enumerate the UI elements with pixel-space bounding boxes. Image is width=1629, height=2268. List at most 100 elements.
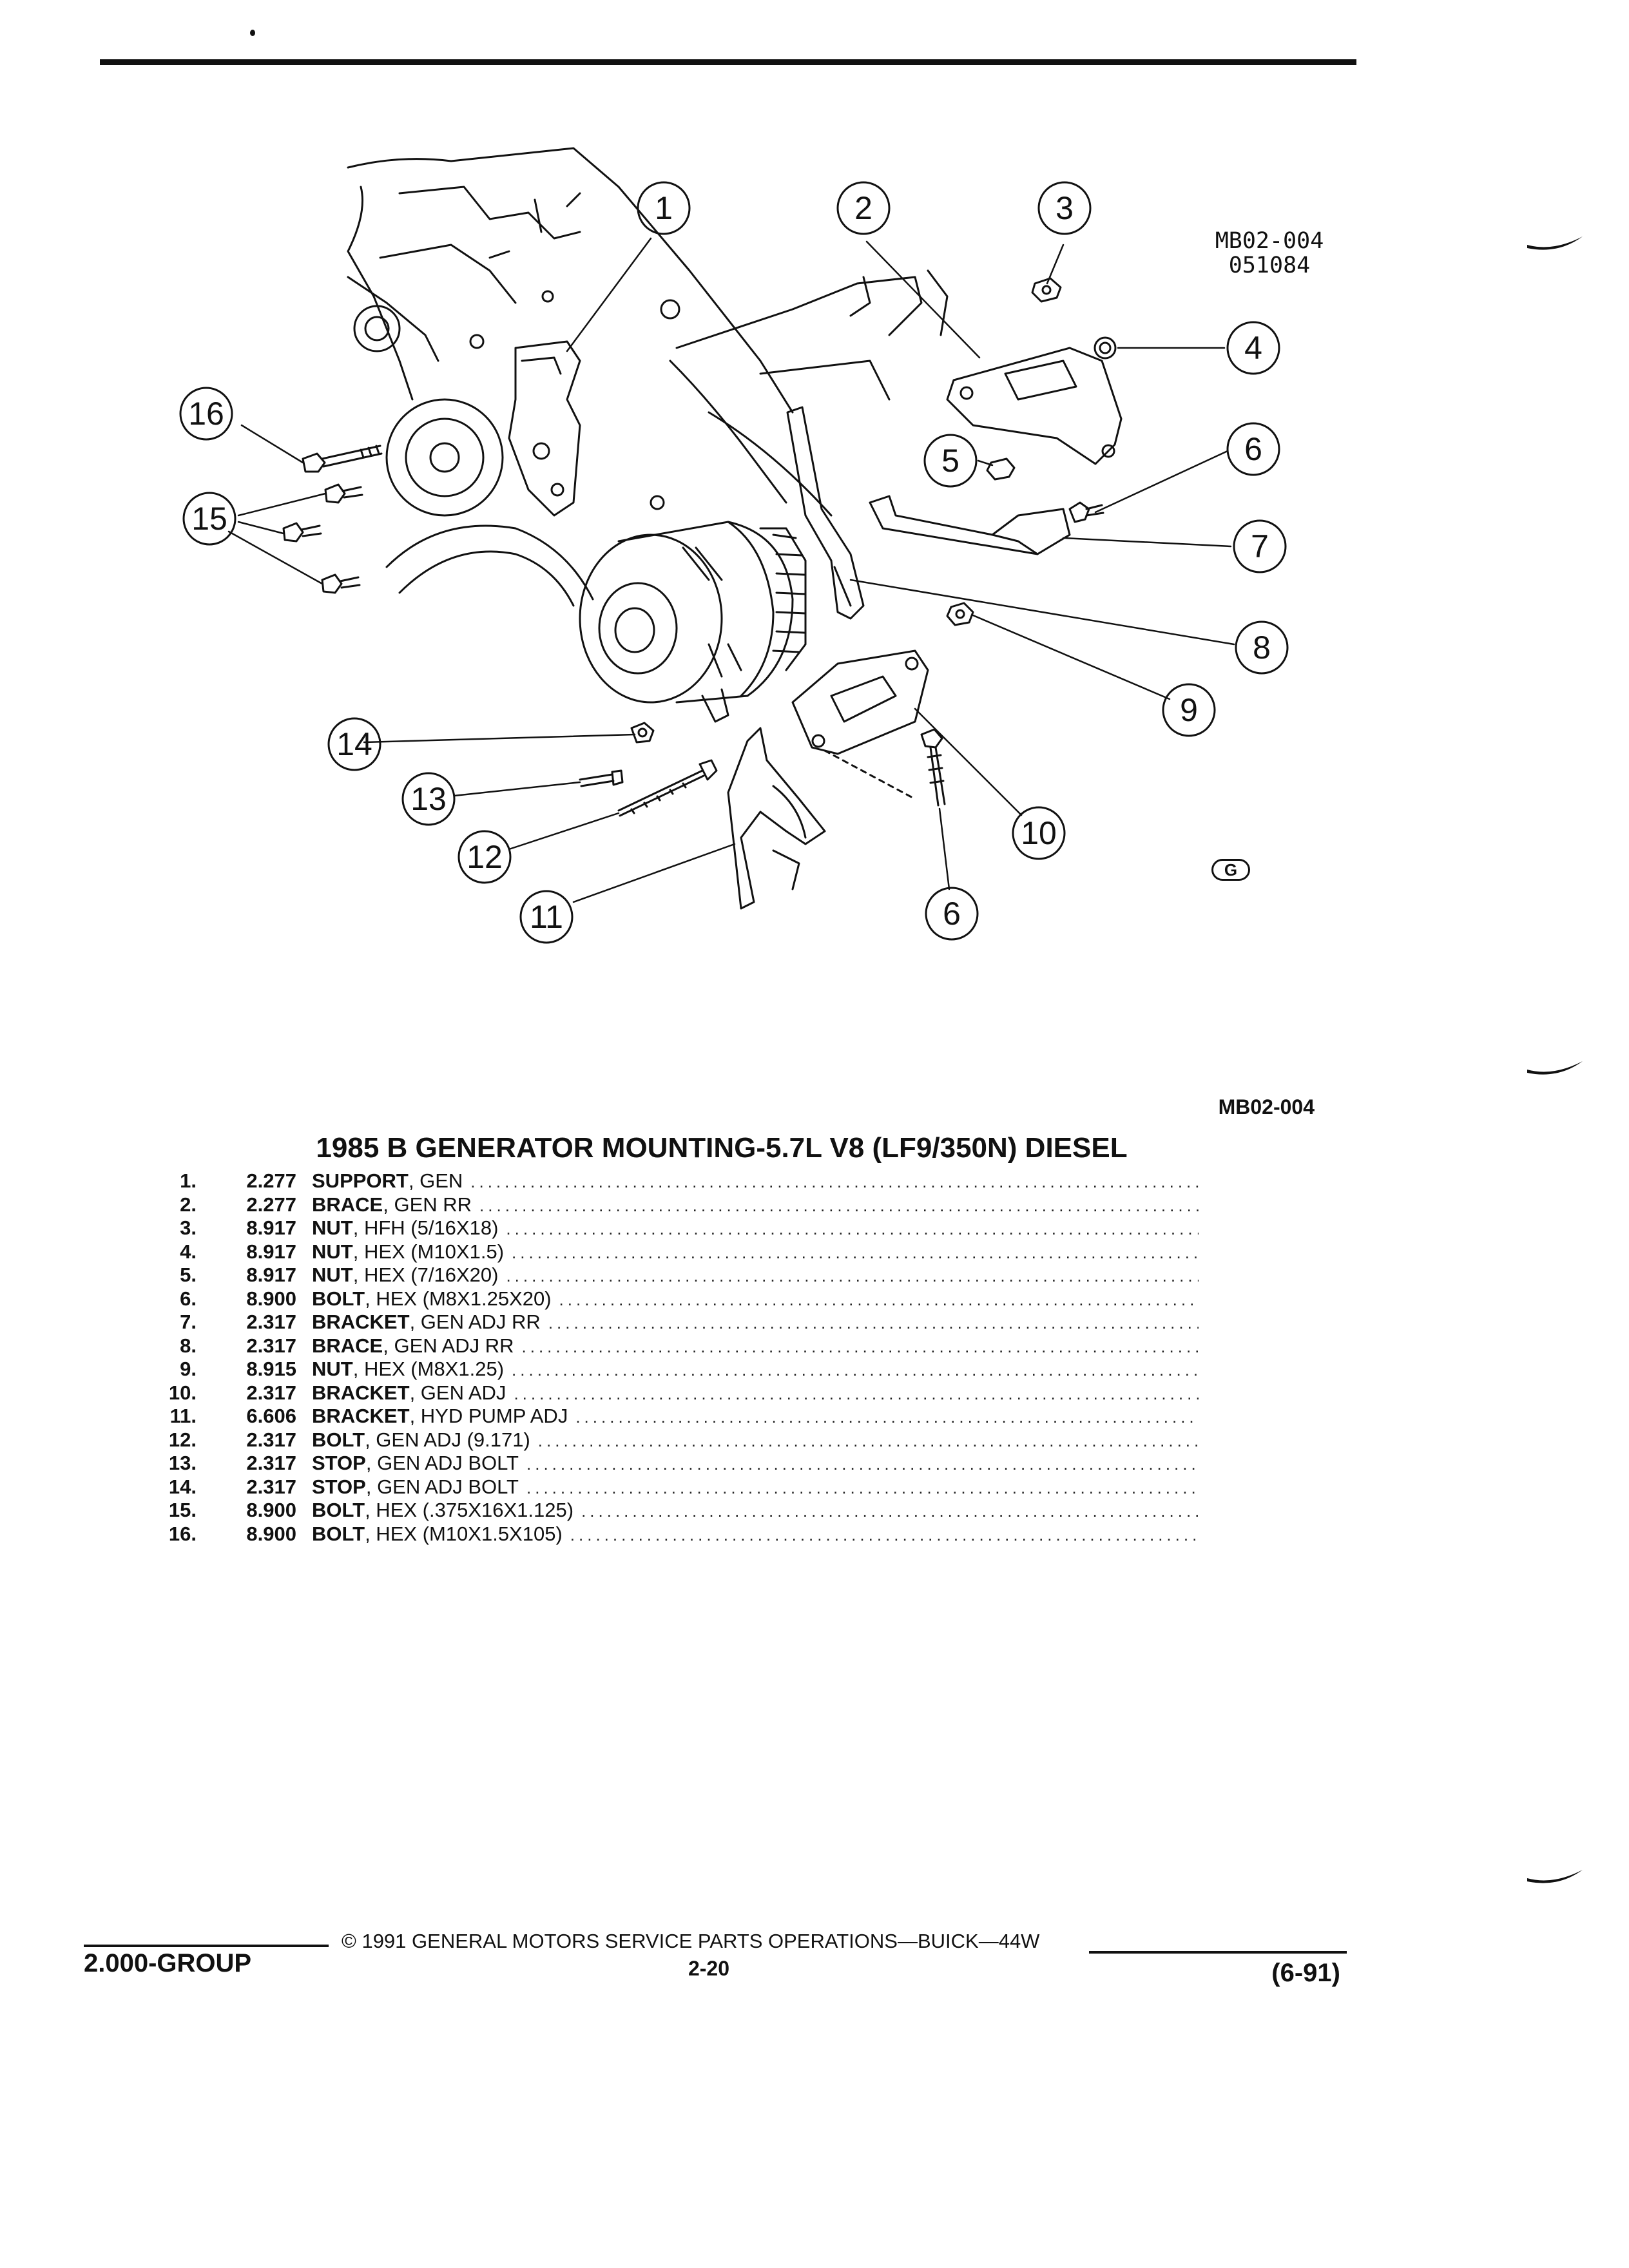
callout-6-lower: 6 <box>943 896 961 932</box>
part-name: SUPPORT <box>312 1169 409 1192</box>
part-name: BRACKET <box>312 1405 410 1427</box>
callout-2: 2 <box>854 190 872 226</box>
part-description: NUT, HEX (M8X1.25) <box>312 1358 504 1381</box>
item-number: 2. <box>180 1193 197 1216</box>
part-description: BOLT, HEX (.375X16X1.125) <box>312 1499 574 1522</box>
exploded-view-illustration: 1 2 3 4 5 6 7 8 9 10 11 12 13 14 15 16 6 <box>179 147 1289 944</box>
part-row: 7. 2.317 BRACKET, GEN ADJ RR..............… <box>129 1311 1199 1334</box>
callout-leader-lines <box>227 237 1235 903</box>
callout-12: 12 <box>467 839 503 875</box>
footer-rule-left <box>84 1945 329 1947</box>
brace-gen-adj-rr-drawing <box>786 406 865 620</box>
item-number: 6. <box>180 1287 197 1310</box>
part-description: SUPPORT, GEN <box>312 1169 463 1193</box>
part-spec: , HFH (5/16X18) <box>352 1216 499 1239</box>
item-number: 5. <box>180 1264 197 1286</box>
binder-mark-middle <box>1527 1061 1583 1075</box>
part-description: NUT, HFH (5/16X18) <box>312 1216 498 1240</box>
binder-mark-bottom <box>1527 1870 1583 1883</box>
figure-code: MB02-004 051084 <box>1173 229 1366 278</box>
part-description: BRACKET, GEN ADJ RR <box>312 1311 541 1334</box>
support-part-drawing <box>508 340 581 517</box>
part-spec: , GEN ADJ BOLT <box>365 1475 519 1498</box>
callout-16: 16 <box>188 396 224 432</box>
dot-leader: ........................................… <box>581 1501 1199 1521</box>
part-name: NUT <box>312 1216 353 1239</box>
part-description: NUT, HEX (7/16X20) <box>312 1264 498 1287</box>
callout-1: 1 <box>655 190 673 226</box>
item-number: 9. <box>180 1358 197 1380</box>
item-number: 7. <box>180 1311 197 1333</box>
callout-3: 3 <box>1055 190 1074 226</box>
part-name: BRACE <box>312 1193 383 1216</box>
part-code: 8.917 <box>246 1264 296 1286</box>
bracket-hyd-pump-adj-drawing <box>727 727 826 910</box>
part-spec: , HEX (M10X1.5X105) <box>365 1522 563 1545</box>
callout-circles <box>179 181 1289 944</box>
part-spec: , GEN ADJ RR <box>409 1311 541 1333</box>
part-description: BOLT, HEX (M8X1.25X20) <box>312 1287 552 1311</box>
dot-leader: ........................................… <box>548 1313 1199 1332</box>
part-spec: , GEN <box>408 1169 463 1192</box>
binder-mark-top <box>1527 236 1583 250</box>
part-spec: , GEN ADJ BOLT <box>365 1452 519 1474</box>
illustration-code: MB02-004 <box>1218 1095 1315 1119</box>
dot-leader: ........................................… <box>512 1360 1199 1379</box>
stop-gen-adj-bolt-upper-drawing <box>630 722 655 744</box>
part-code: 2.317 <box>246 1311 296 1333</box>
callout-9: 9 <box>1180 692 1198 728</box>
part-code: 2.317 <box>246 1381 296 1404</box>
part-description: STOP, GEN ADJ BOLT <box>312 1475 519 1499</box>
bolt-gen-adj-drawing <box>617 759 718 817</box>
part-spec: , HEX (M10X1.5) <box>352 1240 505 1263</box>
part-code: 2.317 <box>246 1428 296 1451</box>
part-name: NUT <box>312 1264 353 1286</box>
gm-mark: G <box>1211 859 1250 881</box>
part-name: STOP <box>312 1452 366 1474</box>
page-title: 1985 B GENERATOR MOUNTING-5.7L V8 (LF9/3… <box>316 1132 1128 1164</box>
part-code: 2.317 <box>246 1452 296 1474</box>
part-code: 6.606 <box>246 1405 296 1427</box>
callout-13: 13 <box>410 781 447 817</box>
part-spec: , HEX (M8X1.25X20) <box>365 1287 552 1310</box>
dot-leader: ........................................… <box>506 1266 1199 1285</box>
part-spec: , GEN ADJ (9.171) <box>365 1428 530 1451</box>
nut-hex-m8-drawing <box>946 602 974 626</box>
part-name: BRACKET <box>312 1381 410 1404</box>
bolt-hex-m8-lower-drawing <box>920 728 946 807</box>
item-number: 1. <box>180 1169 197 1192</box>
bolt-hex-m10-drawing <box>302 445 383 473</box>
dot-leader: ........................................… <box>570 1524 1199 1544</box>
dot-leader: ........................................… <box>506 1219 1199 1238</box>
dot-leader: ........................................… <box>526 1454 1199 1474</box>
part-code: 8.900 <box>246 1522 296 1545</box>
part-code: 8.917 <box>246 1240 296 1263</box>
part-spec: , HEX (7/16X20) <box>352 1264 499 1286</box>
part-name: BOLT <box>312 1287 365 1310</box>
brace-part-drawing <box>946 347 1123 465</box>
part-code: 2.277 <box>246 1193 296 1216</box>
part-name: NUT <box>312 1358 353 1380</box>
item-number: 8. <box>180 1334 197 1357</box>
part-spec: , HEX (.375X16X1.125) <box>365 1499 574 1521</box>
part-spec: , HYD PUMP ADJ <box>409 1405 568 1427</box>
item-number: 15. <box>168 1499 197 1521</box>
part-description: BRACE, GEN RR <box>312 1193 472 1216</box>
part-description: STOP, GEN ADJ BOLT <box>312 1452 519 1475</box>
part-code: 8.900 <box>246 1287 296 1310</box>
callout-15: 15 <box>191 501 227 537</box>
part-spec: , GEN ADJ RR <box>383 1334 514 1357</box>
top-rule <box>100 59 1356 65</box>
